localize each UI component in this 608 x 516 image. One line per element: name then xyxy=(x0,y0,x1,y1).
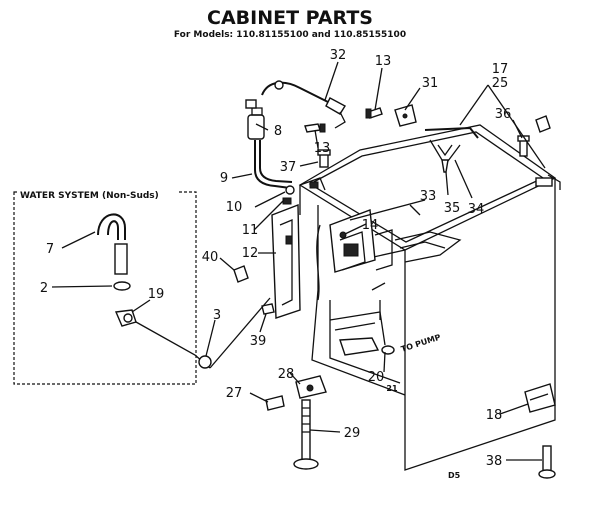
part-27-clip xyxy=(265,395,285,411)
callout-2: 2 xyxy=(40,281,48,296)
callout-17: 17 xyxy=(492,62,509,77)
callout-13-top: 13 xyxy=(375,54,392,69)
callout-34: 34 xyxy=(468,202,485,217)
callout-40: 40 xyxy=(202,250,219,265)
part-13-screw-top xyxy=(365,107,383,119)
callout-31: 31 xyxy=(422,76,439,91)
callout-27: 27 xyxy=(226,386,243,401)
part-3-tube xyxy=(135,297,271,369)
callouts: 32 13 31 17 25 8 13 36 37 9 10 33 35 34 … xyxy=(40,48,511,469)
callout-28: 28 xyxy=(278,367,295,382)
part-10-11-fittings xyxy=(282,185,295,205)
callout-37: 37 xyxy=(280,160,297,175)
part-13-screw-mid xyxy=(304,123,326,133)
part-17-25-clip xyxy=(535,115,551,133)
part-18-bracket xyxy=(524,383,556,413)
part-9-hose xyxy=(254,140,293,189)
model-subtitle: For Models: 110.81155100 and 110.8515510… xyxy=(174,30,406,40)
callout-32: 32 xyxy=(330,48,347,63)
callout-14: 14 xyxy=(362,218,379,233)
callout-7: 7 xyxy=(46,242,54,257)
part-28-bracket xyxy=(295,375,327,399)
callout-38: 38 xyxy=(486,454,503,469)
diagram-code: D5 xyxy=(448,471,461,480)
to-pump-label: TO PUMP xyxy=(400,333,442,354)
part-29-leveling-leg xyxy=(293,399,319,470)
water-system-label: WATER SYSTEM (Non-Suds) xyxy=(20,191,159,201)
callout-29: 29 xyxy=(344,426,361,441)
callout-19: 19 xyxy=(148,287,165,302)
part-39-screw xyxy=(261,303,275,315)
callout-13-mid: 13 xyxy=(314,141,331,156)
callout-21: 21 xyxy=(386,384,398,393)
callout-9: 9 xyxy=(220,171,228,186)
part-40-clip xyxy=(233,265,249,283)
part-36-screw xyxy=(517,135,530,157)
part-2-clamp xyxy=(113,281,131,291)
part-7-hose-elbow xyxy=(97,213,128,275)
callout-25: 25 xyxy=(492,76,509,91)
part-32-hose xyxy=(261,80,346,129)
part-38-screw xyxy=(538,445,556,479)
part-8-valve xyxy=(245,99,265,140)
callout-35: 35 xyxy=(444,201,461,216)
callout-8: 8 xyxy=(274,124,282,139)
page-title: CABINET PARTS xyxy=(207,7,373,29)
callout-36: 36 xyxy=(495,107,512,122)
callout-18: 18 xyxy=(486,408,503,423)
callout-3: 3 xyxy=(213,308,221,323)
callout-39: 39 xyxy=(250,334,267,349)
callout-12: 12 xyxy=(242,246,259,261)
cabinet xyxy=(298,124,561,471)
callout-33: 33 xyxy=(420,189,437,204)
callout-20: 20 xyxy=(368,370,385,385)
part-19-fitting xyxy=(114,309,137,327)
water-system-box: WATER SYSTEM (Non-Suds) xyxy=(13,186,197,385)
callout-10: 10 xyxy=(226,200,243,215)
part-31-bracket xyxy=(394,104,417,127)
part-37-screw xyxy=(317,149,331,168)
callout-11: 11 xyxy=(242,223,259,238)
leader-lines xyxy=(51,61,546,461)
part-12-panel xyxy=(271,203,301,319)
